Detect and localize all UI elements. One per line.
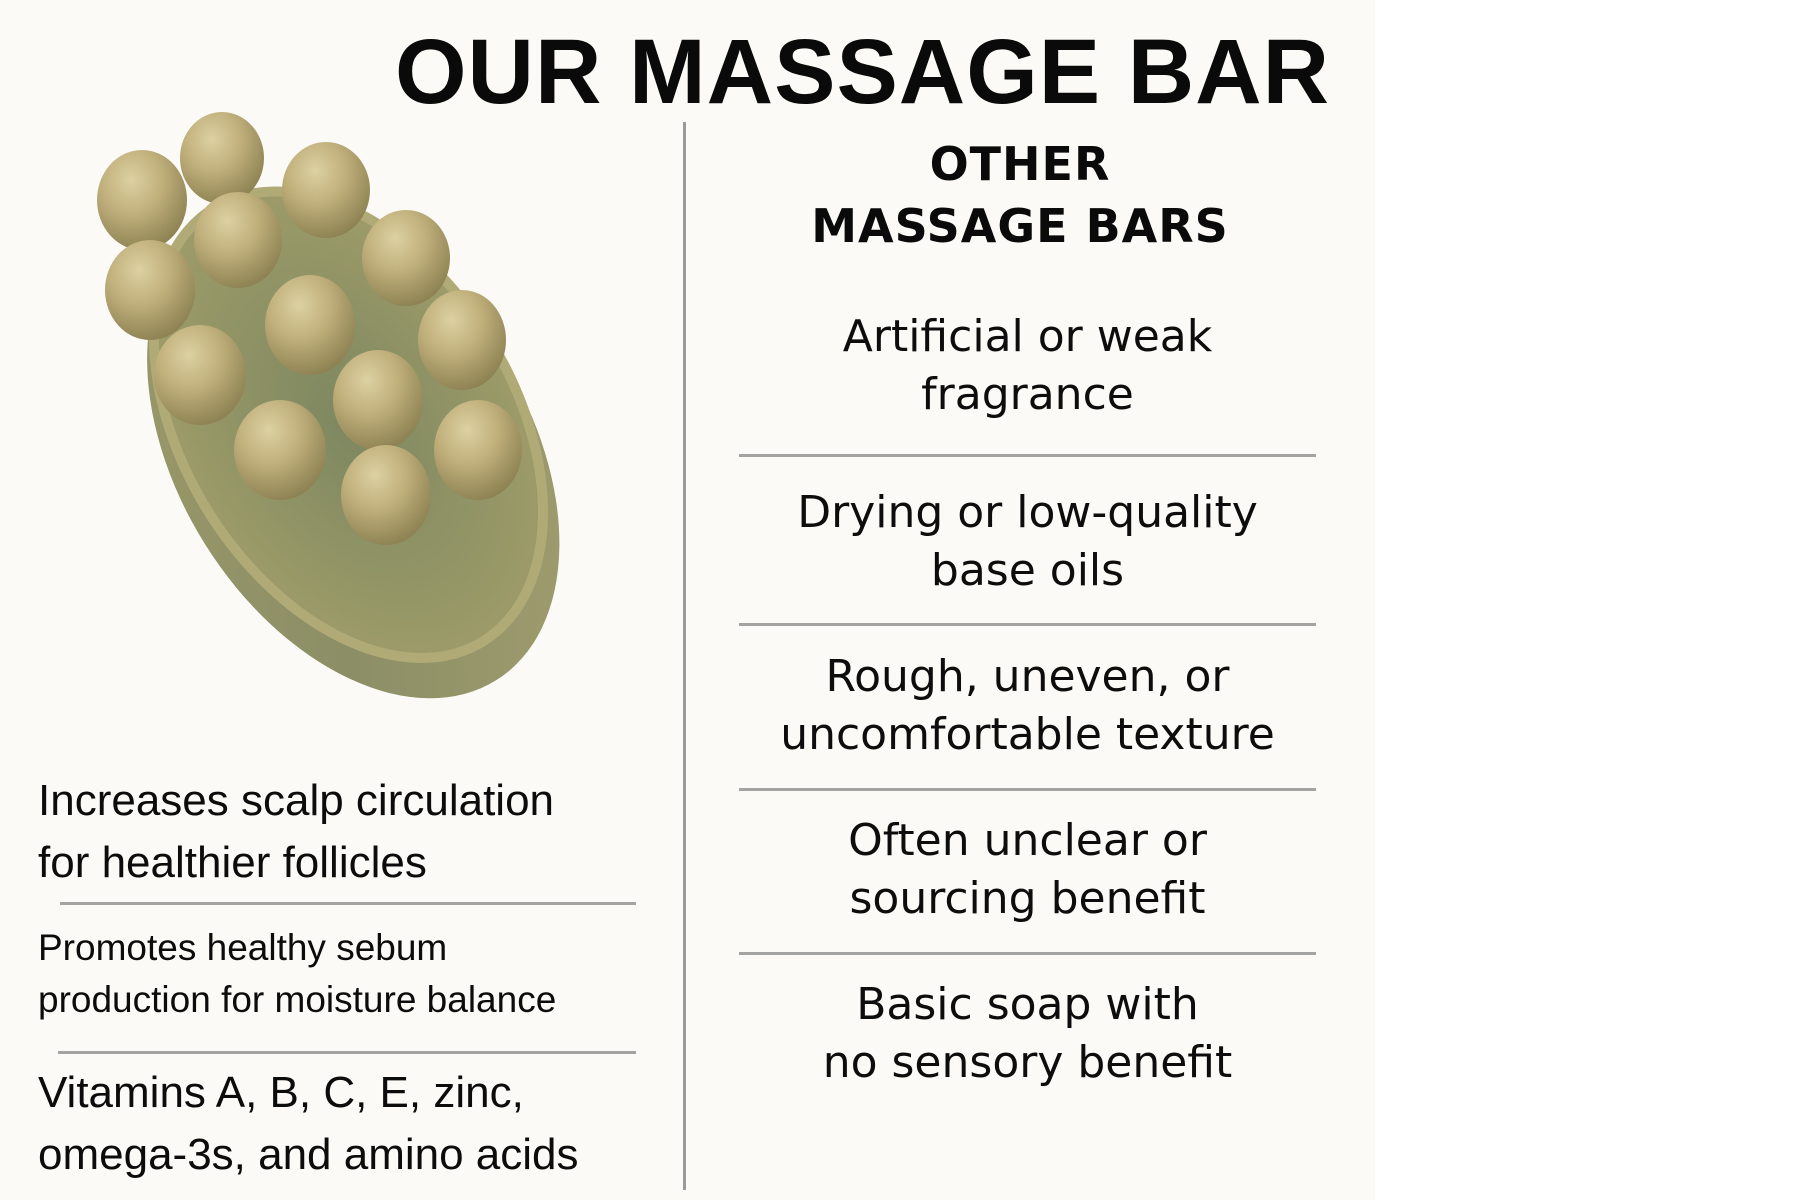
- item-line: Basic soap with: [856, 979, 1199, 1030]
- other-bar-item-sensory: Basic soap with no sensory benefit: [740, 976, 1315, 1092]
- item-line: base oils: [930, 545, 1125, 596]
- other-bars-heading: OTHER MASSAGE BARS: [740, 133, 1300, 257]
- benefit-line: omega-3s, and amino acids: [38, 1130, 579, 1179]
- heading-line: OTHER: [929, 137, 1111, 191]
- benefit-line: production for moisture balance: [38, 979, 557, 1020]
- comparison-canvas: OUR MASSAGE BAR: [38, 21, 1331, 1190]
- item-line: uncomfortable texture: [780, 709, 1275, 760]
- item-line: Rough, uneven, or: [825, 651, 1230, 702]
- right-divider-1: [739, 454, 1316, 457]
- heading-line: MASSAGE BARS: [811, 199, 1229, 253]
- other-bar-item-oils: Drying or low-quality base oils: [740, 484, 1315, 600]
- page-title: OUR MASSAGE BAR: [395, 21, 1331, 123]
- massage-bar-image: [70, 100, 610, 740]
- our-bar-benefit-sebum: Promotes healthy sebum production for mo…: [38, 922, 556, 1026]
- other-bar-item-fragrance: Artificial or weak fragrance: [740, 308, 1315, 424]
- left-divider-1: [60, 902, 636, 905]
- item-line: Artificial or weak: [842, 311, 1213, 362]
- item-line: Often unclear or: [848, 815, 1207, 866]
- item-line: no sensory benefit: [822, 1037, 1233, 1088]
- our-bar-benefit-circulation: Increases scalp circulation for healthie…: [38, 770, 554, 894]
- our-bar-benefit-vitamins: Vitamins A, B, C, E, zinc, omega-3s, and…: [38, 1062, 579, 1186]
- soap-bar-icon: [97, 112, 560, 699]
- item-line: Drying or low-quality: [797, 487, 1258, 538]
- right-divider-2: [739, 623, 1316, 626]
- item-line: sourcing benefit: [849, 873, 1206, 924]
- left-divider-2: [58, 1051, 636, 1054]
- benefit-line: for healthier follicles: [38, 838, 427, 887]
- benefit-line: Vitamins A, B, C, E, zinc,: [38, 1068, 524, 1117]
- item-line: fragrance: [921, 369, 1134, 420]
- right-divider-4: [739, 952, 1316, 955]
- other-bar-item-sourcing: Often unclear or sourcing benefit: [740, 812, 1315, 928]
- other-bar-item-texture: Rough, uneven, or uncomfortable texture: [740, 648, 1315, 764]
- benefit-line: Promotes healthy sebum: [38, 927, 448, 968]
- right-divider-3: [739, 788, 1316, 791]
- title-container: OUR MASSAGE BAR: [395, 21, 1331, 123]
- column-divider: [683, 122, 686, 1190]
- benefit-line: Increases scalp circulation: [38, 776, 555, 825]
